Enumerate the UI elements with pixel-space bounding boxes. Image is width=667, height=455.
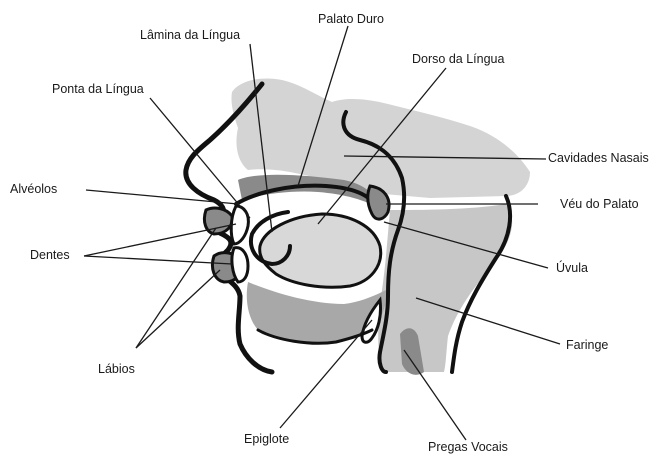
leader-dentes-up <box>84 224 236 256</box>
leader-dentes-down <box>84 256 232 264</box>
label-uvula: Úvula <box>556 261 588 275</box>
leader-alveolos <box>86 190 238 204</box>
label-faringe: Faringe <box>566 338 608 352</box>
label-dorso-lingua: Dorso da Língua <box>412 52 504 66</box>
label-dentes: Dentes <box>30 248 70 262</box>
label-cavidades-nasais: Cavidades Nasais <box>548 151 649 165</box>
leader-labios-up <box>136 228 216 348</box>
label-epiglote: Epiglote <box>244 432 289 446</box>
label-veu-palato: Véu do Palato <box>560 197 639 211</box>
label-pregas-vocais: Pregas Vocais <box>428 440 508 454</box>
leader-labios-down <box>136 270 220 348</box>
label-labios: Lábios <box>98 362 135 376</box>
tongue-body <box>260 214 381 287</box>
label-palato-duro: Palato Duro <box>318 12 384 26</box>
label-lamina-lingua: Lâmina da Língua <box>140 28 240 42</box>
lower-teeth <box>232 248 248 282</box>
label-alveolos: Alvéolos <box>10 182 57 196</box>
label-ponta-lingua: Ponta da Língua <box>52 82 144 96</box>
